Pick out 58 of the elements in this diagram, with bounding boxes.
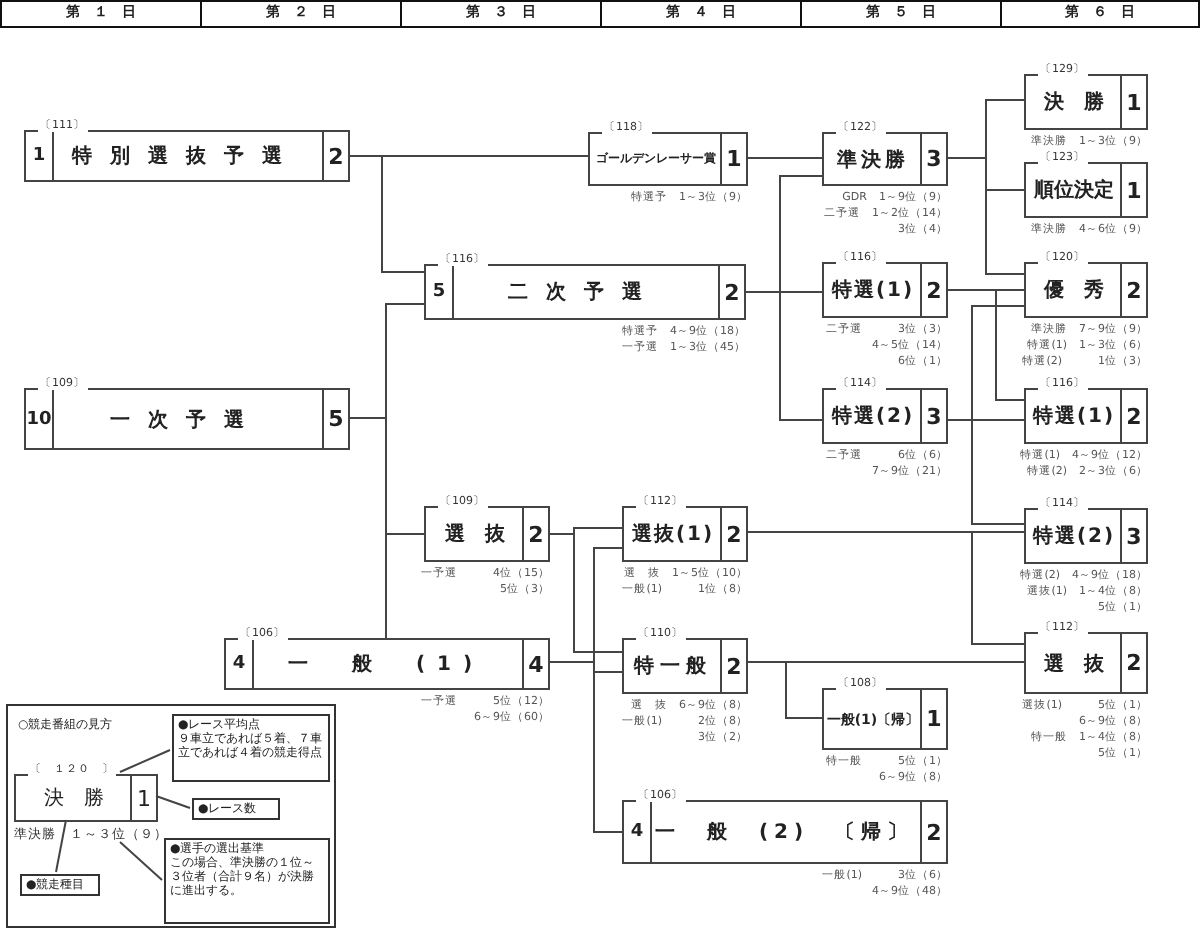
race-name: 選 抜	[1042, 651, 1106, 679]
bracket-line	[947, 419, 1025, 525]
race-name: 決 勝	[42, 785, 106, 814]
race-name: 二次予選	[506, 279, 662, 308]
race-count: 2	[1120, 634, 1146, 692]
race-count: 1	[130, 776, 156, 820]
race-count: 1	[720, 134, 746, 184]
race-name: 一 般 (2) 〔帰〕	[652, 819, 916, 848]
race-name: 優 秀	[1041, 277, 1106, 306]
entry-count: 4	[226, 640, 254, 688]
entry-count: 4	[624, 802, 652, 862]
race-count: 3	[1120, 510, 1146, 562]
race-count: 1	[1120, 76, 1146, 128]
bracket-line	[747, 661, 823, 719]
race-count: 2	[522, 508, 548, 560]
race-name: 一次予選	[108, 407, 264, 435]
race-name: 一 般 (1)	[285, 652, 487, 680]
leader-line	[155, 795, 191, 809]
bracket-line	[747, 531, 1025, 645]
race-count: 3	[920, 390, 946, 442]
race-count: 2	[720, 508, 746, 560]
bracket-line	[745, 291, 823, 421]
race-count: 2	[1120, 264, 1146, 316]
race-name: 特選(2)	[829, 403, 917, 432]
race-count: 2	[920, 802, 946, 862]
entry-count: 10	[26, 390, 54, 448]
race-name: 特別選抜予選	[69, 143, 302, 172]
race-name: 準決勝	[835, 147, 911, 175]
race-count: 1	[1120, 164, 1146, 216]
bracket-line	[947, 157, 1025, 275]
leader-line	[119, 841, 163, 881]
race-name: 特選(2)	[1030, 523, 1118, 552]
bracket-line	[747, 157, 823, 159]
entry-count: 5	[426, 266, 454, 318]
bracket-line	[349, 417, 387, 639]
race-count: 3	[920, 134, 946, 184]
race-name: 特一般	[631, 653, 714, 682]
leader-line	[55, 819, 67, 873]
race-name: 特選(1)	[829, 277, 917, 306]
race-count: 1	[920, 690, 946, 748]
race-count: 2	[1120, 390, 1146, 442]
race-count: 2	[720, 640, 746, 692]
race-name: 選抜(1)	[629, 521, 717, 550]
leader-line	[119, 749, 171, 773]
race-count: 2	[920, 264, 946, 316]
race-count: 5	[322, 390, 348, 448]
race-count: 2	[322, 132, 348, 180]
race-count: 2	[718, 266, 744, 318]
bracket-line	[947, 289, 1025, 401]
race-name: 選 抜	[443, 521, 507, 550]
legend-panel	[6, 704, 336, 928]
race-count: 4	[522, 640, 548, 688]
entry-count: 1	[26, 132, 54, 180]
race-name: 順位決定	[1031, 176, 1116, 206]
race-name: 特選(1)	[1030, 403, 1118, 432]
bracket-line	[349, 155, 425, 273]
race-name: 決 勝	[1042, 89, 1106, 118]
bracket-line	[549, 533, 623, 653]
